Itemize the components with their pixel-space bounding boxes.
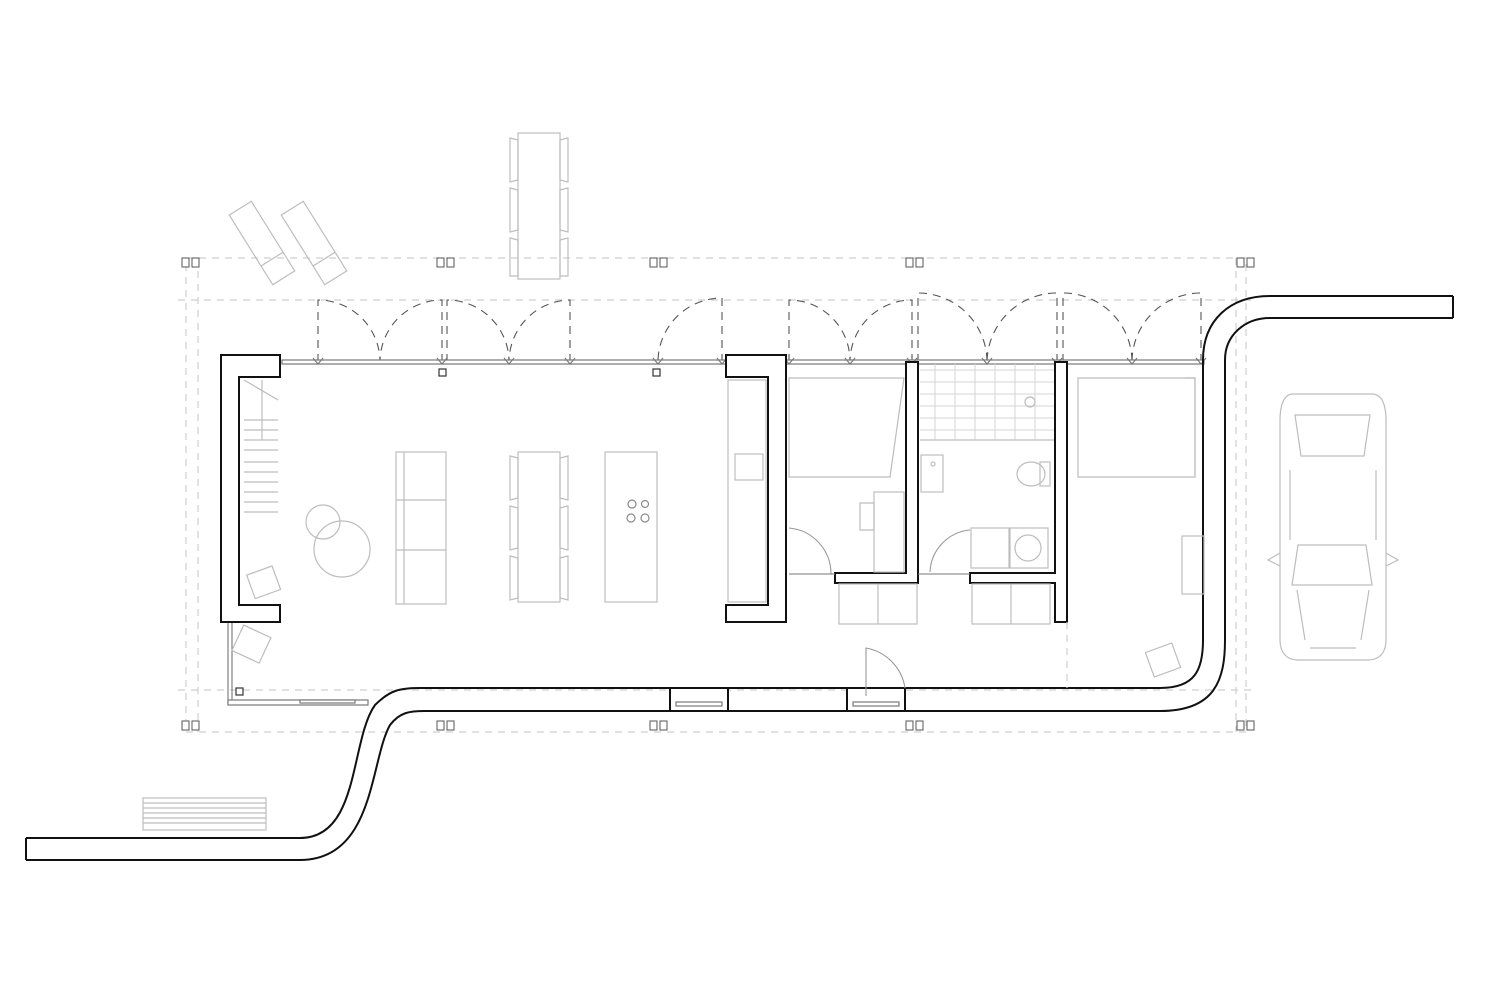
grid-marker — [181, 257, 200, 268]
staircase — [243, 379, 279, 513]
sun-lounger — [280, 200, 348, 286]
serpentine-wall-outer — [26, 295, 1453, 839]
grid-markers — [181, 257, 1255, 731]
sun-loungers — [228, 200, 348, 286]
grid-marker — [649, 257, 668, 268]
grid-marker — [436, 257, 455, 268]
serpentine-wall-inner — [26, 317, 1453, 861]
entrance-door — [227, 623, 369, 706]
grid-marker — [181, 720, 200, 731]
grid-marker — [1236, 720, 1255, 731]
structural-grid — [178, 257, 1255, 733]
grid-marker — [649, 720, 668, 731]
outdoor-steps — [142, 797, 267, 831]
grid-marker — [905, 720, 924, 731]
terrace-doors — [317, 292, 1202, 363]
living-furniture — [231, 451, 447, 664]
central-partition-wall — [725, 354, 787, 623]
grid-marker — [436, 720, 455, 731]
grid-marker — [905, 257, 924, 268]
bathroom — [918, 364, 1054, 625]
shower-tiles — [920, 364, 1054, 441]
dining-table — [509, 451, 569, 603]
car — [1266, 393, 1400, 661]
outdoor-dining-table — [509, 132, 569, 280]
bedroom-1 — [788, 377, 918, 625]
bedroom-1-wall — [834, 361, 919, 584]
grid-marker — [1236, 257, 1255, 268]
bedroom-2-wall — [969, 361, 1068, 623]
kitchen-island — [604, 451, 658, 603]
staircase-wall — [220, 354, 281, 623]
bedroom-2 — [1066, 377, 1205, 688]
wall-openings — [669, 647, 906, 712]
sun-lounger — [228, 200, 296, 286]
kitchen-counter — [727, 379, 767, 603]
